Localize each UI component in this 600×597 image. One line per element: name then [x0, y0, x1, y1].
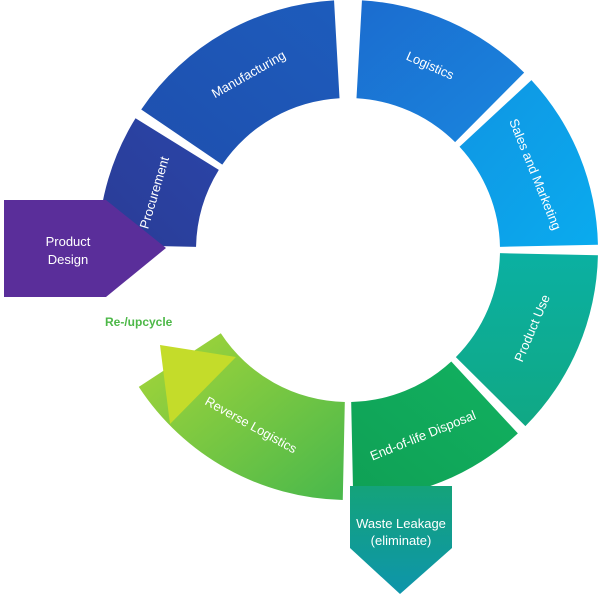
segment-procurement: [98, 118, 219, 247]
ring: [98, 0, 598, 500]
product-design-label-line1: Product: [46, 234, 91, 249]
segment-manufacturing: [141, 0, 340, 165]
re-upcycle-label: Re-/upcycle: [105, 315, 173, 329]
waste-leakage-label-line1: Waste Leakage: [356, 516, 446, 531]
recycle-arrow: [160, 345, 236, 424]
segment-product-use: [455, 253, 598, 427]
waste-leakage-shape: [350, 486, 452, 594]
waste-leakage-label-line2: (eliminate): [371, 533, 432, 548]
product-design-box: Product Design: [4, 200, 166, 297]
segment-end-of-life-disposal: [351, 361, 518, 500]
segment-sales-and-marketing: [459, 80, 598, 247]
waste-leakage-arrow: Waste Leakage (eliminate): [350, 486, 452, 594]
product-design-label-line2: Design: [48, 252, 88, 267]
segment-logistics: [356, 0, 525, 143]
recycle-arrow-head: [160, 345, 236, 424]
product-design-shape: [4, 200, 166, 297]
